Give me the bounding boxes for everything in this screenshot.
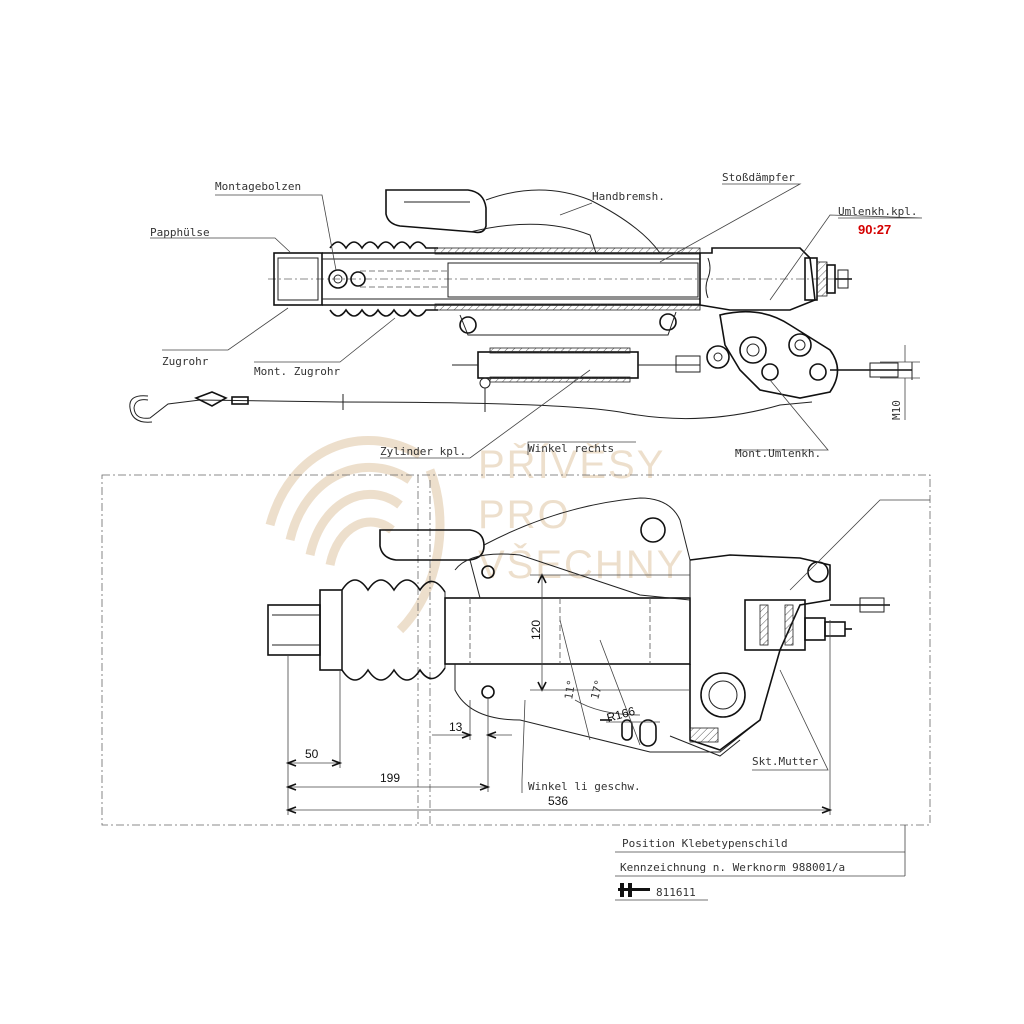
dim-50: 50 [305, 747, 319, 761]
label-papphulse: Papphülse [150, 226, 210, 239]
label-mont-umlenkh: Mont.Umlenkh. [735, 447, 821, 460]
dim-199: 199 [380, 771, 400, 785]
label-umlenkh-kpl: Umlenkh.kpl. [838, 205, 917, 218]
plan-view [101, 474, 931, 826]
side-view [129, 183, 923, 459]
note-kennzeichnung: Kennzeichnung n. Werknorm 988001/a [620, 861, 845, 874]
dim-120: 120 [529, 620, 543, 640]
label-m10: M10 [890, 400, 903, 420]
label-zugrohr: Zugrohr [162, 355, 209, 368]
dim-13: 13 [449, 720, 463, 734]
note-number: 811611 [656, 886, 696, 899]
watermark-line-3: VŠECHNY [478, 542, 685, 587]
dim-17-deg: 17° [588, 678, 606, 701]
part-number-icon [618, 883, 650, 897]
label-stossdampfer: Stoßdämpfer [722, 171, 795, 184]
notes-block [615, 825, 906, 901]
label-skt-mutter: Skt.Mutter [752, 755, 819, 768]
dim-11-deg: 11° [562, 679, 578, 701]
label-handbremsh: Handbremsh. [592, 190, 665, 203]
watermark-line-1: PŘÍVĚSY [478, 442, 665, 487]
label-winkel-li: Winkel li geschw. [528, 780, 641, 793]
label-winkel-rechts: Winkel rechts [528, 442, 614, 455]
note-position: Position Klebetypenschild [622, 837, 788, 850]
watermark: PŘÍVĚSY PRO VŠECHNY [265, 435, 685, 634]
label-zylinder-kpl: Zylinder kpl. [380, 445, 466, 458]
label-ratio: 90:27 [858, 222, 891, 237]
watermark-line-2: PRO [478, 493, 571, 537]
watermark-logo-icon [265, 435, 445, 634]
dim-536: 536 [548, 794, 568, 808]
label-mont-zugrohr: Mont. Zugrohr [254, 365, 340, 378]
label-montagebolzen: Montagebolzen [215, 180, 301, 193]
